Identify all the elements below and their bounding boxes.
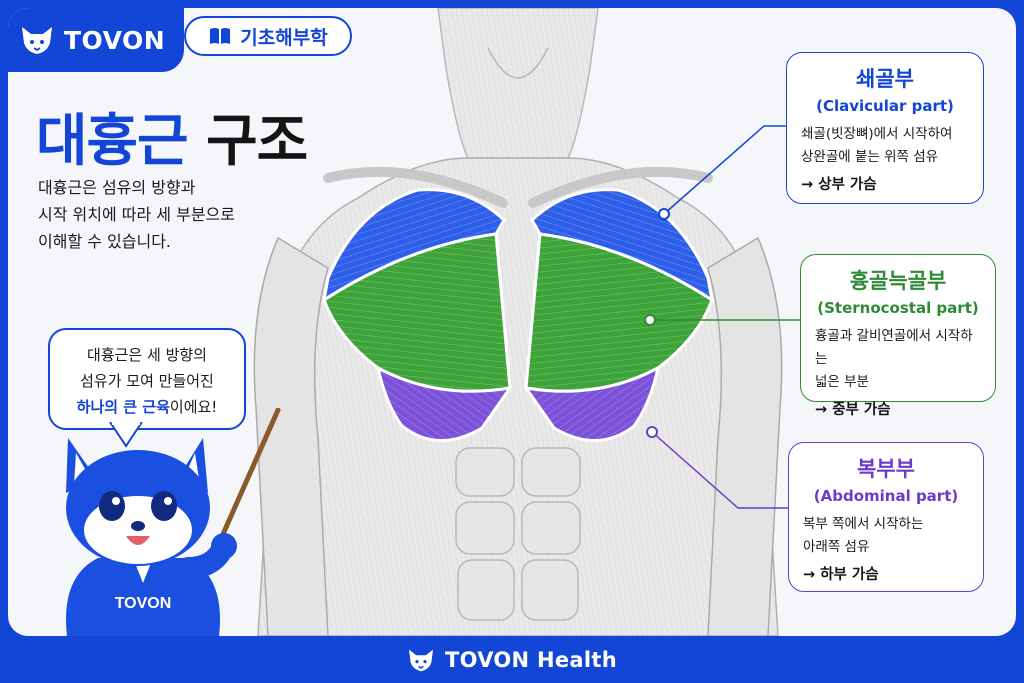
description-line: 시작 위치에 따라 세 부분으로: [38, 205, 235, 224]
brand-tab: TOVON: [8, 8, 184, 72]
bubble-tail: [109, 422, 143, 448]
sternocostal-desc-line: 흉골과 갈비연골에서 시작하는: [815, 328, 973, 367]
fox-head-icon: [408, 649, 433, 671]
speech-bubble: 대흉근은 세 방향의 섬유가 모여 만들어진 하나의 큰 근육이에요!: [48, 328, 246, 430]
bubble-highlight: 하나의 큰 근육: [76, 398, 170, 416]
footer-brand: TOVON Health: [444, 647, 617, 672]
clavicular-part-name: 쇄골부: [856, 67, 914, 91]
abdominal-part-card: 복부부 (Abdominal part) 복부 쪽에서 시작하는 아래쪽 섬유 …: [788, 442, 984, 592]
clavicular-part-english: (Clavicular part): [816, 97, 954, 115]
abdominal-part-name: 복부부: [857, 457, 915, 481]
clavicular-part-card: 쇄골부 (Clavicular part) 쇄골(빗장뼈)에서 시작하여 상완골…: [786, 52, 984, 204]
title-part2: 구조: [206, 109, 308, 174]
abdominal-part-description: 복부 쪽에서 시작하는 아래쪽 섬유: [803, 513, 969, 559]
bubble-line: 대흉근은 세 방향의: [87, 346, 207, 364]
abdominal-part-result: → 하부 가슴: [803, 567, 879, 583]
description-line: 이해할 수 있습니다.: [38, 232, 172, 251]
title-part1: 대흉근: [36, 109, 189, 174]
sternocostal-part-card: 흉골늑골부 (Sternocostal part) 흉골과 갈비연골에서 시작하…: [800, 254, 996, 418]
footer: TOVON Health: [0, 636, 1024, 683]
description: 대흉근은 섬유의 방향과 시작 위치에 따라 세 부분으로 이해할 수 있습니다…: [38, 174, 298, 255]
main-card: TOVON 기초해부학 대흉근 구조 대흉근은 섬유의 방향과 시작 위치에 따…: [8, 8, 1016, 636]
fox-head-icon: [22, 27, 52, 54]
page-title: 대흉근 구조: [36, 96, 308, 177]
abdominal-part-english: (Abdominal part): [813, 487, 959, 505]
chest-anatomy-illustration: [253, 8, 783, 636]
abdominal-desc-line: 아래쪽 섬유: [803, 539, 870, 555]
sternocostal-desc-line: 넓은 부분: [815, 374, 869, 390]
fox-mascot-illustration: TOVON: [66, 408, 281, 636]
clavicular-desc-line: 쇄골(빗장뼈)에서 시작하여: [801, 126, 953, 142]
sternocostal-part-english: (Sternocostal part): [817, 299, 979, 317]
bubble-line: 하나의 큰 근육이에요!: [50, 394, 244, 420]
bubble-suffix: 이에요!: [169, 398, 218, 416]
description-line: 대흉근은 섬유의 방향과: [38, 178, 196, 197]
hoodie-text: TOVON: [115, 595, 172, 612]
sternocostal-part-name: 흉골늑골부: [849, 269, 947, 293]
brand-name: TOVON: [64, 25, 166, 55]
clavicular-part-description: 쇄골(빗장뼈)에서 시작하여 상완골에 붙는 위쪽 섬유: [801, 123, 969, 169]
sternocostal-part-result: → 중부 가슴: [815, 402, 891, 418]
bubble-line: 섬유가 모여 만들어진: [80, 372, 214, 390]
abdominal-desc-line: 복부 쪽에서 시작하는: [803, 516, 924, 532]
clavicular-part-result: → 상부 가슴: [801, 177, 877, 193]
topic-pill: 기초해부학: [184, 16, 352, 56]
topic-label: 기초해부학: [240, 26, 328, 49]
clavicular-desc-line: 상완골에 붙는 위쪽 섬유: [801, 149, 939, 165]
book-icon: [210, 28, 231, 44]
sternocostal-part-description: 흉골과 갈비연골에서 시작하는 넓은 부분: [815, 325, 981, 394]
